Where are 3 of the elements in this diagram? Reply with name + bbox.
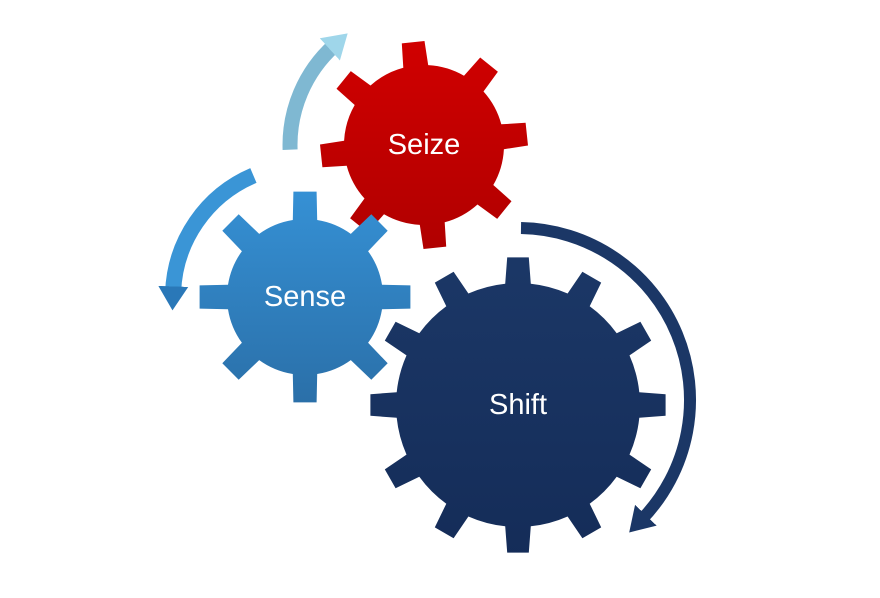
gear-label: Seize: [388, 128, 460, 162]
gear-label: Shift: [488, 388, 548, 422]
gear-label: Sense: [264, 280, 346, 314]
